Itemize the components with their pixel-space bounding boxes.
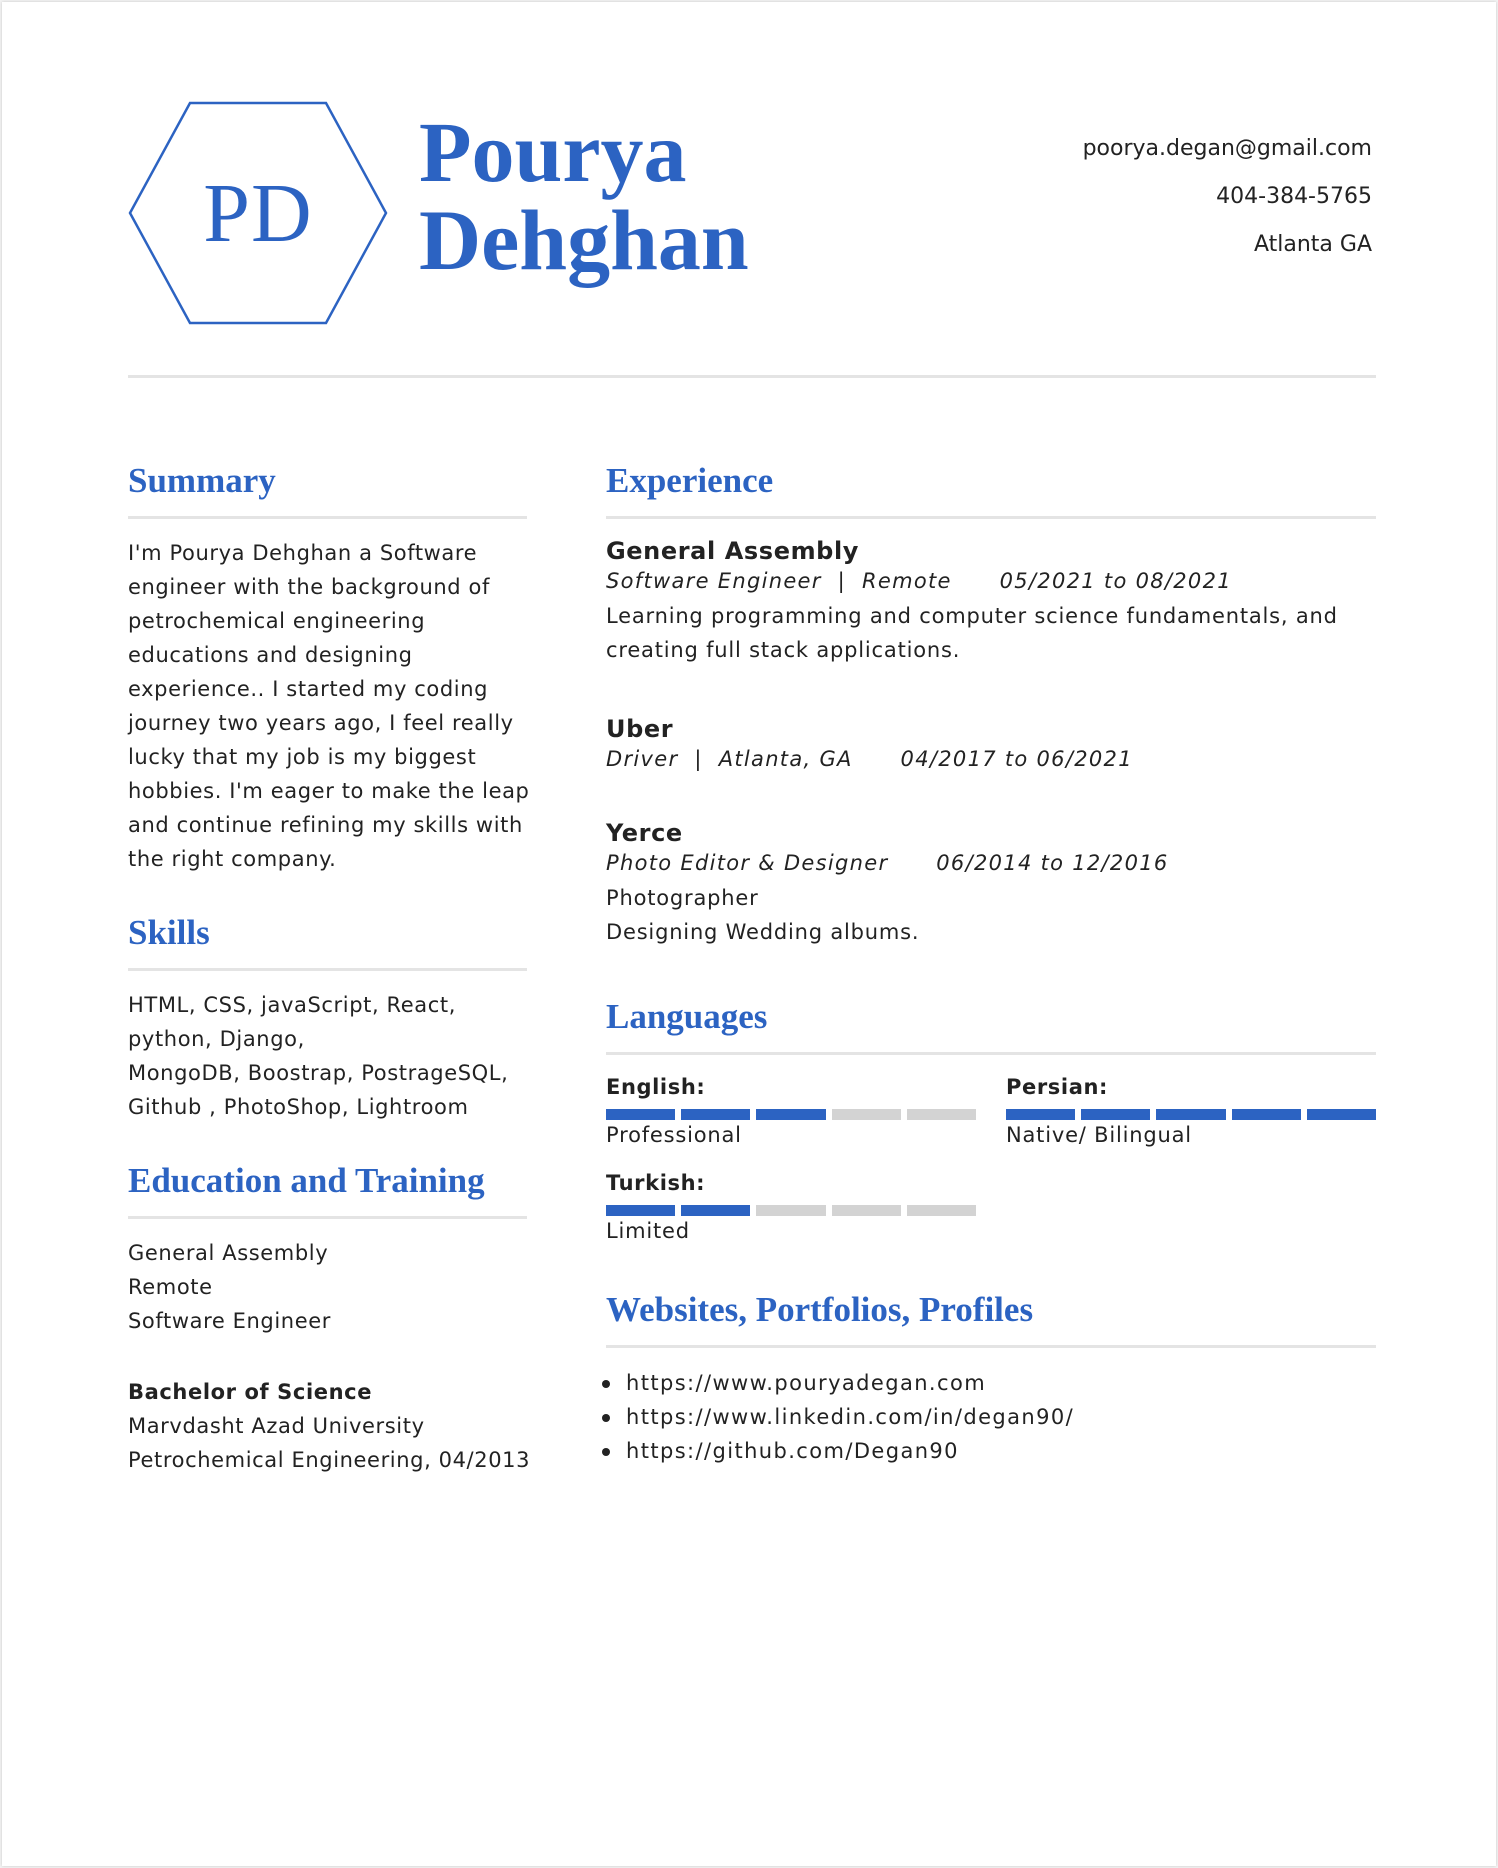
language-name: Persian: <box>1006 1075 1109 1099</box>
education-line: Software Engineer <box>128 1309 331 1333</box>
skills-line: MongoDB, Boostrap, PostrageSQL, <box>128 1061 509 1085</box>
language-item: English: Professional <box>606 1075 977 1147</box>
bullet-icon <box>602 1448 610 1456</box>
languages-divider <box>606 1052 1376 1055</box>
job-company: Yerce <box>606 819 683 847</box>
summary-line: journey two years ago, I feel really <box>128 711 514 735</box>
language-level-segment <box>1156 1109 1226 1120</box>
summary-divider <box>128 516 527 519</box>
summary-line: hobbies. I'm eager to make the leap <box>128 779 530 803</box>
language-level-segment <box>831 1109 901 1120</box>
summary-text: I'm Pourya Dehghan a Software engineer w… <box>128 536 530 876</box>
education-entry: Bachelor of Science Marvdasht Azad Unive… <box>128 1375 530 1477</box>
bullet-icon <box>602 1380 610 1388</box>
websites-list: https://www.pouryadegan.com https://www.… <box>602 1366 1074 1468</box>
language-level-bar <box>1006 1109 1377 1120</box>
first-name: Pourya <box>419 104 687 200</box>
experience-heading: Experience <box>606 461 774 500</box>
website-link[interactable]: https://www.pouryadegan.com <box>602 1366 1074 1400</box>
job-company: Uber <box>606 715 674 743</box>
skills-heading: Skills <box>128 913 210 952</box>
language-level-segment <box>1306 1109 1377 1120</box>
skills-divider <box>128 968 527 971</box>
experience-divider <box>606 516 1376 519</box>
phone-text: 404-384-5765 <box>1216 184 1372 209</box>
website-link-text[interactable]: https://www.linkedin.com/in/degan90/ <box>626 1405 1075 1429</box>
email-text[interactable]: poorya.degan@gmail.com <box>1082 136 1372 161</box>
language-level-segment <box>606 1109 676 1120</box>
summary-line: lucky that my job is my biggest <box>128 745 477 769</box>
summary-line: experience.. I started my coding <box>128 677 489 701</box>
language-level-segment <box>681 1109 751 1120</box>
job-meta: Driver | Atlanta, GA 04/2017 to 06/2021 <box>606 747 1133 771</box>
language-level: Native/ Bilingual <box>1006 1123 1192 1147</box>
summary-line: engineer with the background of <box>128 575 490 599</box>
language-level-segment <box>906 1109 977 1120</box>
job-company: General Assembly <box>606 537 860 565</box>
job-description: Photographer Designing Wedding albums. <box>606 881 1169 949</box>
summary-heading: Summary <box>128 461 276 500</box>
website-link[interactable]: https://github.com/Degan90 <box>602 1434 1074 1468</box>
job-description-line: creating full stack applications. <box>606 638 961 662</box>
summary-line: petrochemical engineering <box>128 609 426 633</box>
language-level-bar <box>606 1109 977 1120</box>
language-level-bar <box>606 1205 977 1216</box>
website-link[interactable]: https://www.linkedin.com/in/degan90/ <box>602 1400 1074 1434</box>
website-link-text[interactable]: https://www.pouryadegan.com <box>626 1371 987 1395</box>
education-line: Marvdasht Azad University <box>128 1414 425 1438</box>
website-link-text[interactable]: https://github.com/Degan90 <box>626 1439 959 1463</box>
language-name: Turkish: <box>606 1171 706 1195</box>
education-entry: General Assembly Remote Software Enginee… <box>128 1236 331 1338</box>
language-level: Limited <box>606 1219 690 1243</box>
contact-info: poorya.degan@gmail.com 404-384-5765 Atla… <box>1083 125 1372 269</box>
language-level-segment <box>606 1205 676 1216</box>
language-level-segment <box>756 1109 826 1120</box>
summary-line: the right company. <box>128 847 337 871</box>
skills-list: HTML, CSS, javaScript, React, python, Dj… <box>128 988 508 1124</box>
education-line: Petrochemical Engineering, 04/2013 <box>128 1448 531 1472</box>
language-item: Turkish: Limited <box>606 1171 977 1243</box>
language-level-segment <box>1006 1109 1076 1120</box>
websites-heading: Websites, Portfolios, Profiles <box>606 1290 1034 1329</box>
job-description: Learning programming and computer scienc… <box>606 599 1338 667</box>
summary-line: educations and designing <box>128 643 413 667</box>
job-description-line: Learning programming and computer scienc… <box>606 604 1338 628</box>
language-level-segment <box>1081 1109 1151 1120</box>
education-divider <box>128 1216 527 1219</box>
job-meta: Photo Editor & Designer 06/2014 to 12/20… <box>606 851 1169 875</box>
summary-line: I'm Pourya Dehghan a Software <box>128 541 478 565</box>
language-level-segment <box>1231 1109 1301 1120</box>
job-entry: Uber Driver | Atlanta, GA 04/2017 to 06/… <box>606 715 1133 771</box>
job-description-line: Photographer <box>606 886 759 910</box>
summary-line: and continue refining my skills with <box>128 813 523 837</box>
language-level: Professional <box>606 1123 742 1147</box>
language-item: Persian: Native/ Bilingual <box>1006 1075 1377 1147</box>
education-line: Remote <box>128 1275 213 1299</box>
last-name: Dehghan <box>419 192 749 288</box>
skills-line: Github , PhotoShop, Lightroom <box>128 1095 469 1119</box>
websites-divider <box>606 1345 1376 1348</box>
language-level-segment <box>831 1205 901 1216</box>
hexagon-monogram-frame <box>128 101 388 325</box>
job-meta: Software Engineer | Remote 05/2021 to 08… <box>606 569 1232 593</box>
skills-line: HTML, CSS, javaScript, React, <box>128 993 457 1017</box>
bullet-icon <box>602 1414 610 1422</box>
header-divider <box>128 375 1376 378</box>
skills-line: python, Django, <box>128 1027 305 1051</box>
languages-heading: Languages <box>606 997 768 1036</box>
language-level-segment <box>756 1205 826 1216</box>
education-degree: Bachelor of Science <box>128 1380 373 1404</box>
education-line: General Assembly <box>128 1241 329 1265</box>
job-description-line: Designing Wedding albums. <box>606 920 920 944</box>
education-heading: Education and Training <box>128 1161 485 1200</box>
language-name: English: <box>606 1075 706 1099</box>
language-level-segment <box>906 1205 977 1216</box>
location-text: Atlanta GA <box>1253 232 1372 257</box>
job-entry: Yerce Photo Editor & Designer 06/2014 to… <box>606 819 1169 949</box>
job-entry: General Assembly Software Engineer | Rem… <box>606 537 1338 667</box>
language-level-segment <box>681 1205 751 1216</box>
candidate-name: Pourya Dehghan <box>419 108 899 284</box>
monogram: PD <box>203 166 313 260</box>
